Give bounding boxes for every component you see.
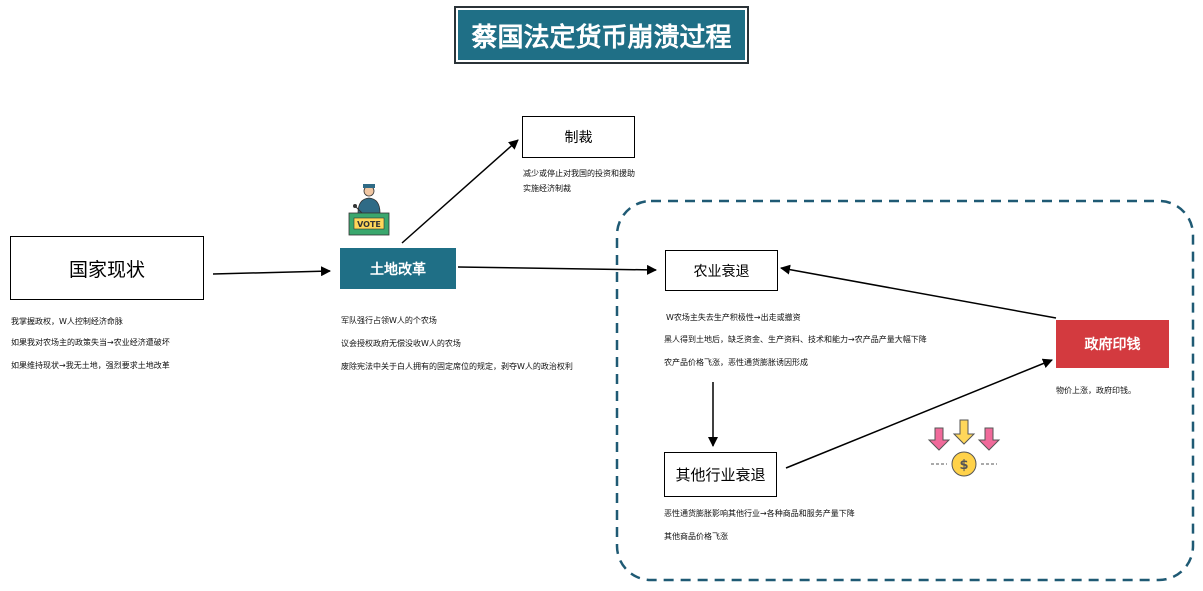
node-land-reform: 土地改革 xyxy=(340,248,456,289)
note-agri-decline-2: 黑人得到土地后，缺乏资金、生产资料、技术和能力→农产品产量大幅下降 xyxy=(664,335,927,344)
node-national-status-label: 国家现状 xyxy=(68,258,145,281)
note-other-decline-1: 恶性通货膨胀影响其他行业→各种商品和服务产量下降 xyxy=(664,509,855,518)
dashed-region xyxy=(615,199,1195,582)
note-land-reform-3: 废除宪法中关于白人拥有的固定席位的规定，剥夺W人的政治权利 xyxy=(341,362,573,371)
node-land-reform-label: 土地改革 xyxy=(370,261,426,278)
note-land-reform-1: 军队强行占领W人的个农场 xyxy=(341,316,437,325)
arrow-reform-to-sanctions xyxy=(401,139,519,244)
note-national-status-3: 如果维持现状→我无土地，强烈要求土地改革 xyxy=(11,361,170,370)
note-other-decline-2: 其他商品价格飞涨 xyxy=(664,532,728,541)
diagram-title: 蔡国法定货币崩溃过程 xyxy=(454,6,749,64)
arrow-print-to-agri xyxy=(780,264,1057,319)
node-gov-print-label: 政府印钱 xyxy=(1084,337,1141,353)
node-agri-decline-label: 农业衰退 xyxy=(693,263,750,280)
node-other-decline-label: 其他行业衰退 xyxy=(675,466,766,484)
node-agri-decline: 农业衰退 xyxy=(665,250,778,291)
note-sanctions-2: 实施经济制裁 xyxy=(523,184,571,193)
svg-text:$: $ xyxy=(959,458,968,473)
node-gov-print: 政府印钱 xyxy=(1056,320,1169,368)
note-agri-decline-1: W农场主失去生产积极性→出走或撤资 xyxy=(666,313,801,322)
note-sanctions-1: 减少或停止对我国的投资和援助 xyxy=(523,169,635,178)
note-national-status-2: 如果我对农场主的政策失当→农业经济遭破坏 xyxy=(11,338,170,347)
node-national-status: 国家现状 xyxy=(10,236,204,300)
vote-label: VOTE xyxy=(357,220,381,229)
note-land-reform-2: 议会授权政府无偿没收W人的农场 xyxy=(341,339,461,348)
node-sanctions-label: 制裁 xyxy=(564,130,593,146)
note-national-status-1: 我掌握政权，W人控制经济命脉 xyxy=(11,317,123,326)
arrow-reform-to-agri xyxy=(457,264,657,275)
note-gov-print-1: 物价上涨，政府印钱。 xyxy=(1056,386,1136,395)
voting-podium-icon: VOTE xyxy=(346,183,392,239)
node-other-decline: 其他行业衰退 xyxy=(664,452,777,497)
arrow-status-to-reform xyxy=(212,266,331,277)
arrow-other-to-print xyxy=(785,358,1053,469)
note-agri-decline-3: 农产品价格飞涨，恶性通货膨胀诱因形成 xyxy=(664,358,808,367)
node-sanctions: 制裁 xyxy=(522,116,635,158)
money-down-arrows-icon: $ xyxy=(927,418,1001,482)
